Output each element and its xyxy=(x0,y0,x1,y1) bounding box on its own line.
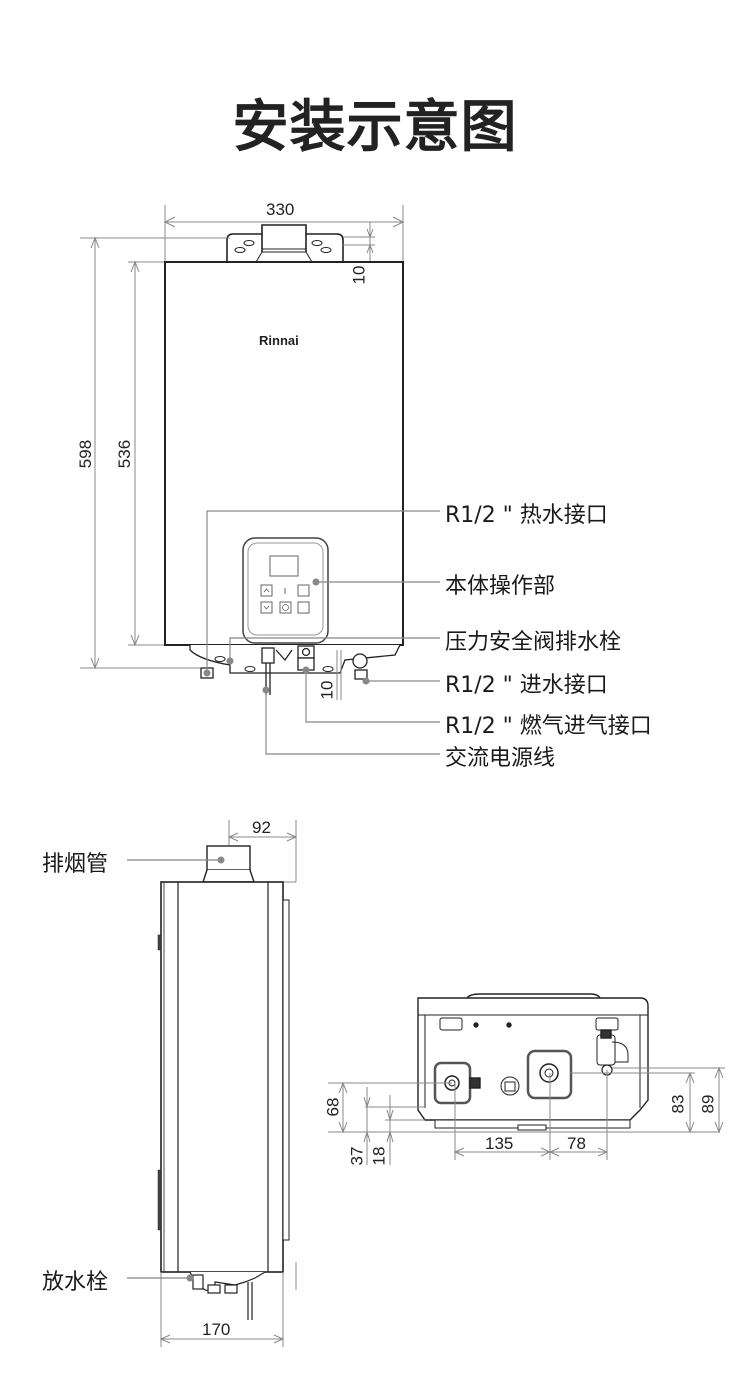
dim-83: 83 xyxy=(668,1094,688,1114)
bottom-view-dimension-lines xyxy=(328,1066,725,1165)
depth-dimension-line xyxy=(159,1262,297,1347)
bottom-offset-dimension: 10 xyxy=(317,680,337,700)
width-dimension-line xyxy=(163,205,405,262)
dim-89: 89 xyxy=(698,1094,718,1114)
page-title: 安装示意图 xyxy=(232,95,518,160)
top-bracket xyxy=(226,224,344,263)
dim-37: 37 xyxy=(347,1146,367,1166)
dim-135: 135 xyxy=(485,1134,514,1153)
dim-68: 68 xyxy=(323,1097,343,1117)
mode-button xyxy=(297,584,310,597)
height-dimension-lines xyxy=(80,236,230,670)
bottom-view-body xyxy=(417,993,649,1131)
bottom-offset-dimension-line xyxy=(336,650,342,700)
side-callout-leaders xyxy=(127,859,221,1279)
control-panel xyxy=(242,537,329,644)
flue-offset-dimension-line xyxy=(227,820,298,883)
bottom-fittings xyxy=(189,644,401,695)
brand-logo: Rinnai xyxy=(259,333,299,348)
side-callout-dots xyxy=(186,856,225,1282)
callout-hot-water-outlet: R1/2 " 热水接口 xyxy=(445,503,608,528)
up-button xyxy=(260,584,273,597)
callout-drain-plug: 放水栓 xyxy=(42,1270,109,1295)
flue-offset-dimension: 92 xyxy=(252,818,271,837)
total-height-dimension: 598 xyxy=(76,439,96,469)
dim-18: 18 xyxy=(369,1146,389,1166)
callout-leaders xyxy=(206,510,440,755)
side-bottom-fittings xyxy=(189,1271,266,1320)
callout-gas-inlet: R1/2 " 燃气进气接口 xyxy=(445,714,652,739)
down-button xyxy=(260,601,273,614)
width-dimension: 330 xyxy=(266,200,295,219)
callout-power-cord: 交流电源线 xyxy=(445,746,556,771)
side-body xyxy=(157,881,290,1273)
function-button xyxy=(297,601,310,614)
power-button xyxy=(279,601,292,614)
body-height-dimension: 536 xyxy=(115,439,135,469)
depth-dimension: 170 xyxy=(202,1320,231,1339)
callout-cold-water-inlet: R1/2 " 进水接口 xyxy=(445,673,608,698)
display-screen xyxy=(269,555,299,577)
callout-dots xyxy=(203,657,370,694)
dim-78: 78 xyxy=(567,1134,586,1153)
flue-pipe xyxy=(202,845,255,883)
callout-pressure-relief-drain: 压力安全阀排水栓 xyxy=(445,630,622,655)
callout-flue-pipe: 排烟管 xyxy=(42,852,109,877)
top-offset-dimension: 10 xyxy=(349,265,369,285)
callout-control-panel: 本体操作部 xyxy=(445,574,556,599)
